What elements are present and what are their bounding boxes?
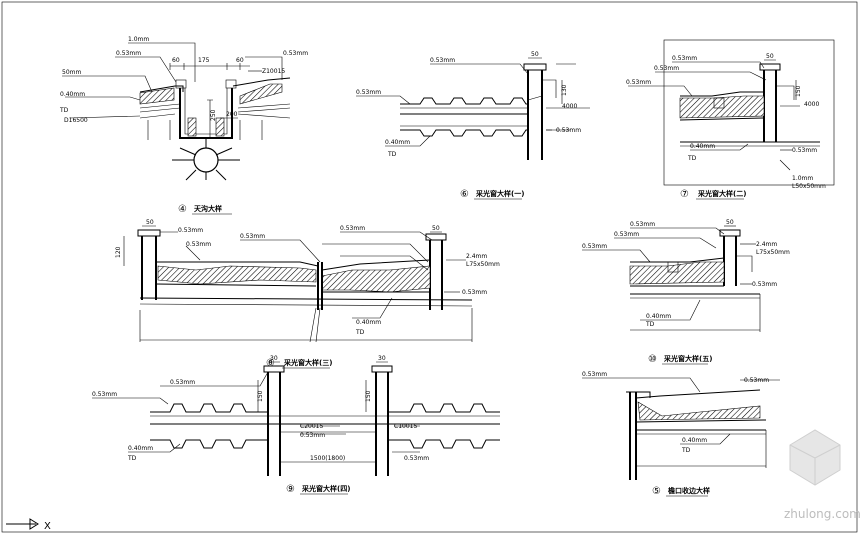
d8-sheet1-label: 0.53mm <box>178 227 203 234</box>
d8-bottom-label: 0.53mm <box>462 289 487 296</box>
d8-dim-50: 50 <box>146 219 154 226</box>
d4-dim-250: 250 <box>210 109 217 121</box>
d4-sheet-a-label: 0.53mm <box>116 50 141 57</box>
d4-dim-60a: 60 <box>172 57 180 64</box>
d8-sheet4-label: 0.53mm <box>340 225 365 232</box>
d10-steel2-label: L75x50mm <box>756 249 790 256</box>
watermark: zhulong.com <box>784 429 860 521</box>
ucs-axis: X <box>6 518 51 532</box>
detail-7-skylight-2: 50 150 0.53mm 0.53mm 0.53mm 4000 0.53mm … <box>626 39 835 200</box>
d7-number: ⑦ <box>680 189 689 200</box>
d7-right-sheet-label: 0.53mm <box>792 147 817 154</box>
watermark-text: zhulong.com <box>784 507 860 521</box>
d4-dim-200: 200 <box>226 111 238 118</box>
d9-top-label: 0.53mm <box>170 379 195 386</box>
d8-td-label: TD <box>355 329 365 336</box>
d4-liner-label: 0.40mm <box>60 91 85 98</box>
d9-liner-label: 0.40mm <box>128 445 153 452</box>
d8-title: 采光窗大样(三) <box>283 358 332 367</box>
d9-mid-sheet-label: 0.53mm <box>300 432 325 439</box>
d10-top2-label: 0.53mm <box>614 231 639 238</box>
d4-title: 天沟大样 <box>194 204 222 213</box>
d8-dim-120: 120 <box>115 246 122 258</box>
d7-dim-50: 50 <box>766 53 774 60</box>
d6-top-label: 0.53mm <box>430 57 455 64</box>
d4-dim-175: 175 <box>198 57 210 64</box>
d8-sheet3-label: 0.53mm <box>240 233 265 240</box>
d8-sheet2-label: 0.53mm <box>186 241 211 248</box>
d6-number: ⑥ <box>460 189 469 200</box>
d7-liner-label: 0.40mm <box>690 143 715 150</box>
d6-title: 采光窗大样(一) <box>475 189 524 198</box>
d7-top1-label: 0.53mm <box>672 55 697 62</box>
d5-number: ⑤ <box>652 486 661 497</box>
d10-td-label: TD <box>645 321 655 328</box>
d6-td-label: TD <box>387 151 397 158</box>
axis-x-label: X <box>44 521 51 532</box>
d4-insul-label: 50mm <box>62 69 81 76</box>
d9-td-label: TD <box>127 455 137 462</box>
d7-left-sheet-label: 0.53mm <box>626 79 651 86</box>
detail-6-skylight-1: 50 130 0.53mm 0.53mm 4000 0.53mm 0.40mm … <box>356 51 590 200</box>
d4-purlin-label: Z10015 <box>262 68 285 75</box>
d8-number: ⑧ <box>266 358 275 369</box>
detail-8-skylight-3: 50 120 50 0.53mm 0.53mm 0.53mm 0.53mm 2.… <box>115 219 500 369</box>
d10-left-sheet-label: 0.53mm <box>582 243 607 250</box>
d8-steel1-label: 2.4mm <box>466 253 487 260</box>
d6-dim-50: 50 <box>531 51 539 58</box>
detail-5-eave: 0.53mm 0.53mm 0.40mm TD ⑤ 檐口收边大样 <box>582 371 780 497</box>
d10-top1-label: 0.53mm <box>630 221 655 228</box>
d6-liner-label: 0.40mm <box>385 139 410 146</box>
d10-right-sheet-label: 0.53mm <box>752 281 777 288</box>
d9-number: ⑨ <box>286 484 295 495</box>
d8-liner-label: 0.40mm <box>356 319 381 326</box>
d8-dim-50b: 50 <box>432 225 440 232</box>
detail-10-skylight-5: 50 0.53mm 0.53mm 0.53mm 2.4mm L75x50mm 0… <box>582 219 790 365</box>
d5-liner-label: 0.40mm <box>682 437 707 444</box>
d10-title: 采光窗大样(五) <box>663 354 712 363</box>
d7-purlin-label: 4000 <box>804 101 819 108</box>
d9-dim-150b: 150 <box>365 390 372 402</box>
d6-purlin-label: 4000 <box>562 103 577 110</box>
d6-bottom-sheet-label: 0.53mm <box>556 127 581 134</box>
d4-purlin-b-label: D16500 <box>64 117 88 124</box>
detail-4-gutter: 1.0mm 0.53mm 50mm 0.40mm TD D16500 0.53m… <box>59 36 308 215</box>
d10-liner-label: 0.40mm <box>646 313 671 320</box>
d5-td-label: TD <box>681 447 691 454</box>
d9-span: 1500(1800) <box>310 455 345 462</box>
d9-dim-150a: 150 <box>257 390 264 402</box>
d4-sheet-b-label: 0.53mm <box>283 50 308 57</box>
d7-top2-label: 0.53mm <box>654 65 679 72</box>
d9-dim-30a: 30 <box>270 355 278 362</box>
d5-top-label: 0.53mm <box>582 371 607 378</box>
d7-td-label: TD <box>687 155 697 162</box>
d10-steel1-label: 2.4mm <box>756 241 777 248</box>
d9-title: 采光窗大样(四) <box>301 484 350 493</box>
d9-left-sheet-label: 0.53mm <box>92 391 117 398</box>
d5-title: 檐口收边大样 <box>668 486 710 495</box>
d10-number: ⑩ <box>648 354 657 365</box>
d7-angle-label: 1.0mm <box>792 175 813 182</box>
d7-title: 采光窗大样(二) <box>697 189 746 198</box>
d4-number: ④ <box>178 204 187 215</box>
d10-dim-50: 50 <box>726 219 734 226</box>
d4-dim-60b: 60 <box>236 57 244 64</box>
d4-td-label: TD <box>59 107 69 114</box>
d4-top-sheet-label: 1.0mm <box>128 36 149 43</box>
d9-dim-30b: 30 <box>378 355 386 362</box>
d8-steel2-label: L75x50mm <box>466 261 500 268</box>
d6-left-sheet-label: 0.53mm <box>356 89 381 96</box>
d9-purlin2-label: C10015 <box>394 423 417 430</box>
d5-right-label: 0.53mm <box>744 377 769 384</box>
d7-angle2-label: L50x50mm <box>792 183 826 190</box>
d7-dim-150: 150 <box>795 85 802 97</box>
detail-9-skylight-4: 30 30 150 150 1500(1800) 0.53mm 0.53mm C… <box>92 355 500 495</box>
d9-purlin1-label: C20015 <box>300 423 323 430</box>
d9-right-bottom-label: 0.53mm <box>404 455 429 462</box>
d6-dim-130: 130 <box>561 84 568 96</box>
